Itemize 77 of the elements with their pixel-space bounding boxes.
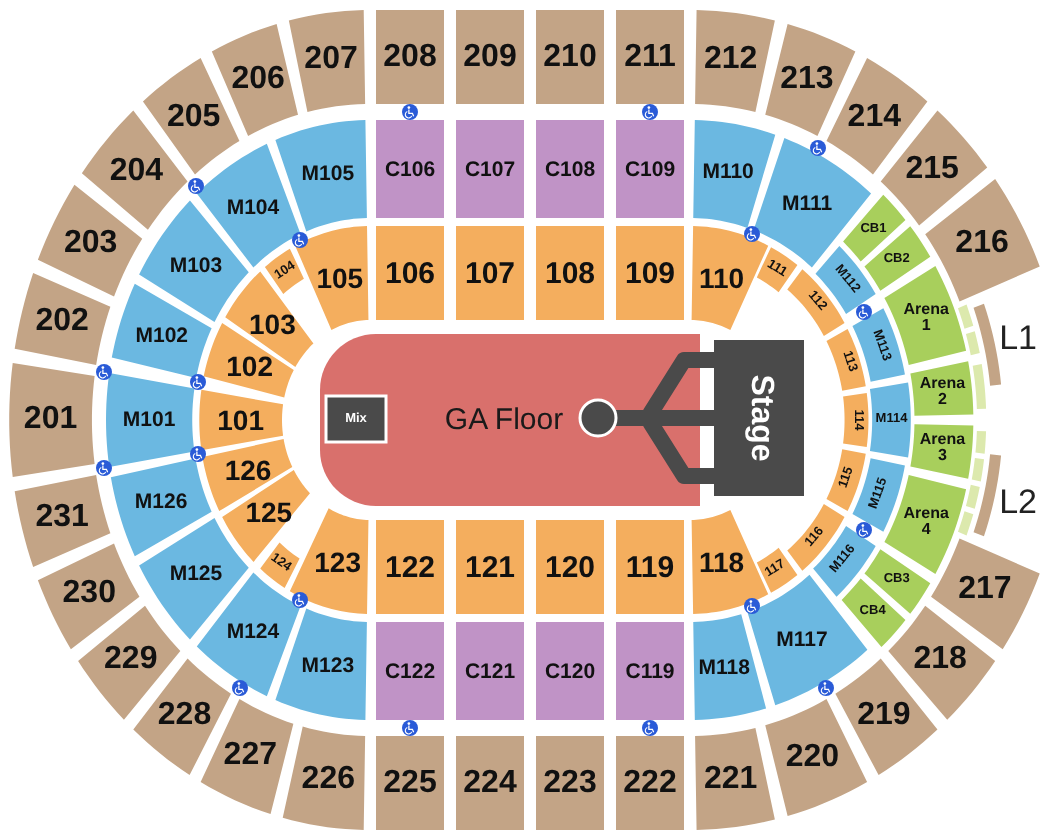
section-label: 211	[624, 41, 676, 73]
section-label: 207	[304, 43, 358, 76]
section-label: 218	[913, 644, 967, 677]
level-label: L2	[999, 485, 1037, 520]
section-label: 222	[623, 767, 677, 799]
section-label: M111	[782, 193, 833, 215]
section-label: 108	[544, 258, 596, 288]
section-label: 216	[955, 228, 1009, 260]
section-label: 214	[847, 101, 901, 134]
section-label: 230	[62, 577, 116, 610]
section-label: 208	[383, 41, 437, 73]
section-label: C122	[384, 660, 436, 682]
section-label: 109	[624, 258, 676, 288]
section-label: 220	[785, 741, 840, 774]
section-label: 223	[543, 767, 597, 799]
section-label: M110	[702, 161, 754, 183]
section-label: Arena 3	[919, 432, 966, 465]
section-label: 217	[958, 574, 1012, 607]
section-label: M126	[134, 491, 188, 513]
section-label: 228	[157, 699, 212, 732]
section-label: 201	[23, 404, 78, 436]
section-label: 213	[780, 63, 834, 96]
section-label: 126	[224, 455, 272, 484]
section-label: C120	[544, 660, 596, 682]
section-label: 118	[698, 548, 745, 577]
section-label: 225	[383, 767, 437, 799]
section-label: 221	[704, 764, 758, 797]
section-label: Arena 4	[903, 505, 949, 538]
section-label: C109	[624, 158, 676, 180]
section-label: 202	[35, 306, 89, 339]
section-label: C106	[384, 158, 436, 180]
section-label: 224	[463, 767, 517, 799]
section-label: 120	[544, 552, 596, 582]
section-label: C107	[464, 158, 516, 180]
section-label: 229	[104, 644, 158, 677]
section-label: M104	[226, 196, 280, 218]
section-label: 219	[857, 699, 911, 732]
floor-label: GA Floor	[444, 405, 564, 435]
section-label: 206	[231, 63, 285, 96]
section-label: 210	[543, 41, 597, 73]
section-label: 106	[384, 258, 436, 288]
section-label: 231	[35, 501, 89, 533]
section-label: 123	[314, 548, 361, 577]
section-label: M102	[135, 325, 189, 347]
section-label: 226	[301, 763, 355, 796]
section-label: Arena 2	[919, 375, 966, 408]
section-label: 103	[249, 309, 296, 338]
section-label: M123	[301, 655, 355, 677]
section-label: 107	[464, 258, 516, 288]
section-label: 121	[464, 552, 516, 582]
section-label: 227	[223, 740, 277, 773]
section-label: C119	[625, 660, 675, 682]
section-label: M125	[169, 564, 223, 585]
section-label: M101	[122, 409, 176, 431]
section-label: 110	[698, 263, 745, 292]
section-label: Arena 1	[903, 302, 949, 335]
section-label: 122	[384, 552, 436, 582]
section-label: M117	[776, 629, 828, 650]
stage-label: Stage	[743, 374, 775, 462]
section-label: 105	[316, 263, 364, 292]
section-label: 102	[226, 352, 273, 381]
section-label: 125	[245, 497, 293, 526]
section-label: C121	[464, 660, 516, 682]
section-label: 101	[217, 406, 264, 434]
section-label: M118	[698, 657, 750, 679]
section-label: C108	[544, 158, 596, 180]
level-label: L1	[999, 320, 1037, 355]
section-label: 203	[63, 228, 118, 260]
section-label: M103	[169, 254, 223, 276]
section-label: M105	[301, 163, 355, 185]
section-label: 119	[625, 552, 675, 582]
section-label: 209	[463, 41, 517, 73]
section-label: 205	[167, 101, 221, 134]
section-label: 215	[905, 154, 959, 187]
section-label: 204	[109, 156, 164, 189]
section-label: 212	[704, 43, 758, 76]
section-label: M124	[226, 622, 280, 644]
